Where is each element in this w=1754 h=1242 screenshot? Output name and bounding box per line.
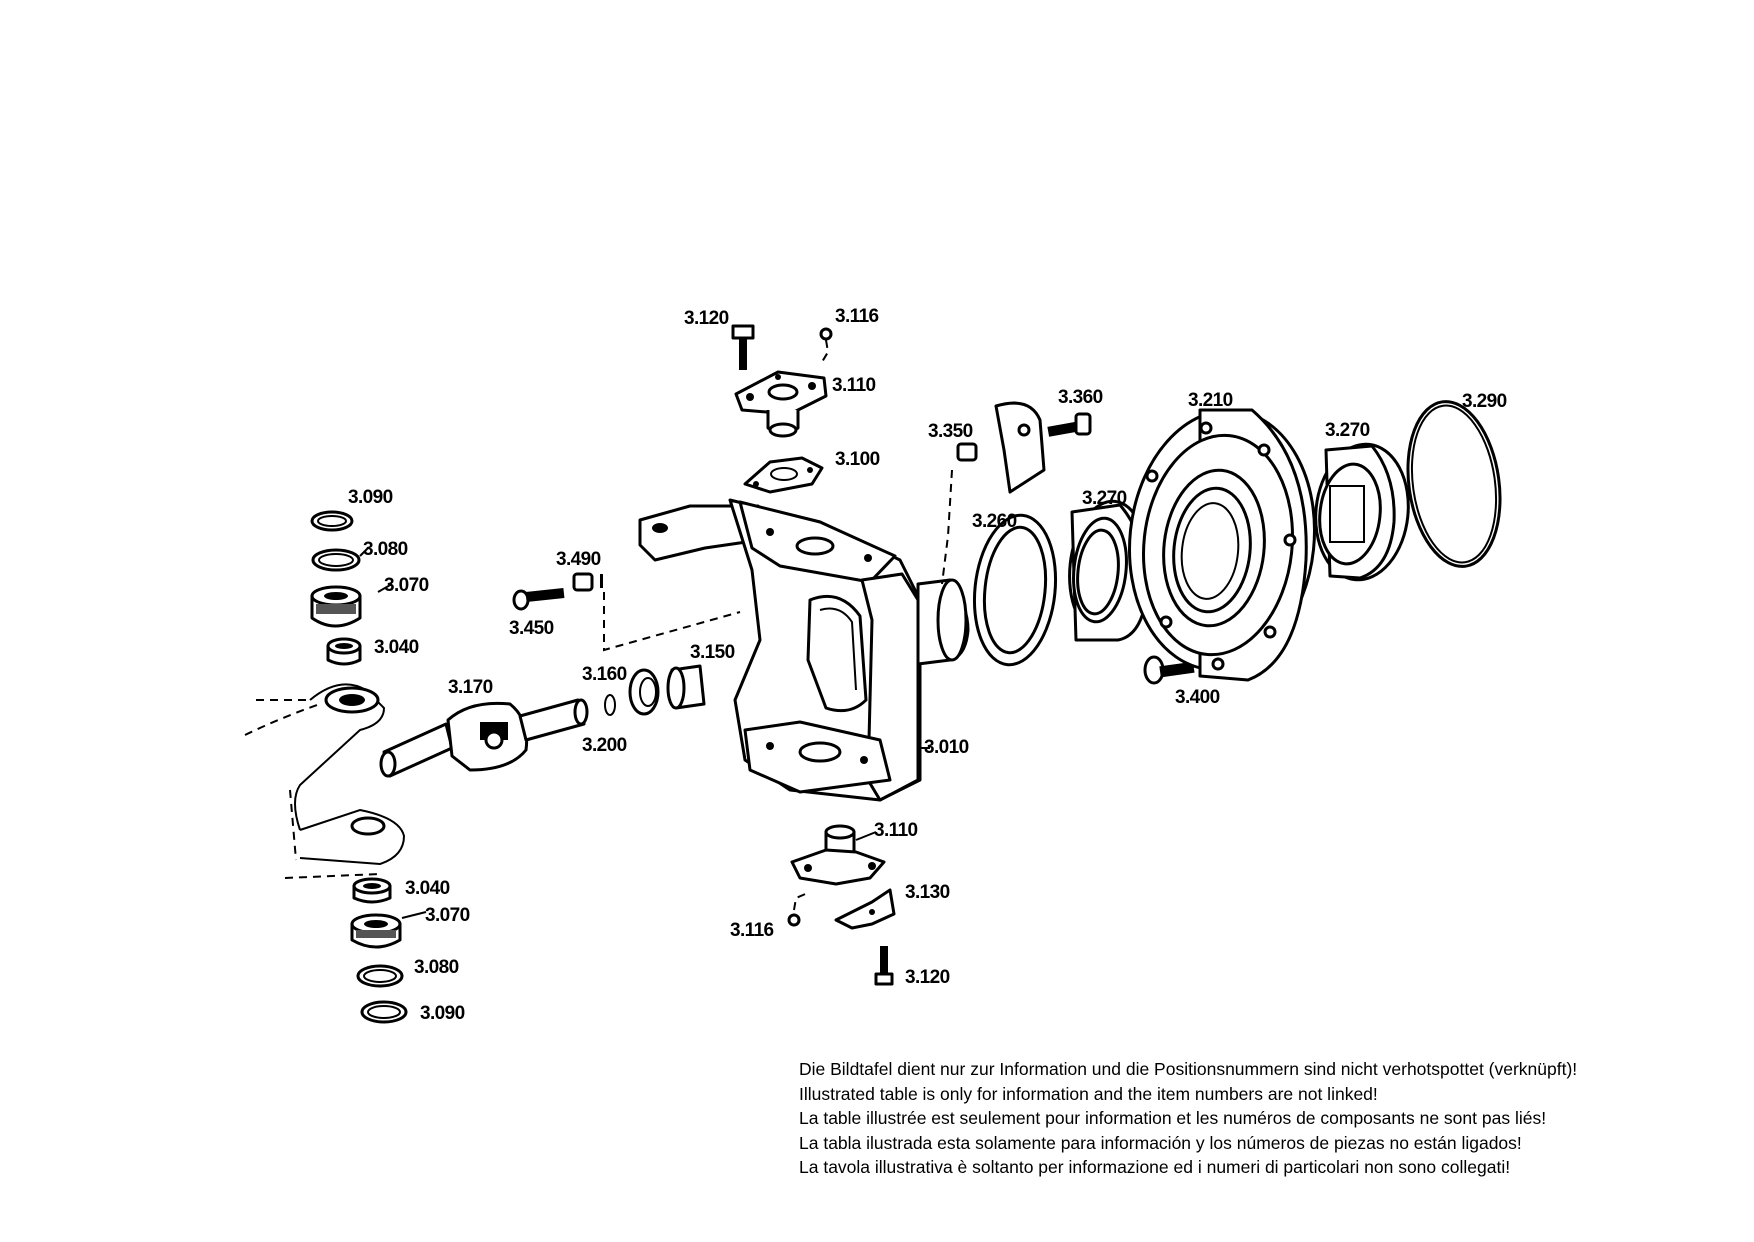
seal-ring-3260	[972, 513, 1058, 667]
label-3090-bottom: 3.090	[420, 1003, 465, 1024]
universal-joint-shaft-3170	[379, 698, 589, 778]
o-ring-3290	[1406, 400, 1502, 568]
disclaimer-es: La tabla ilustrada esta solamente para i…	[799, 1132, 1522, 1153]
ring-3090-top	[310, 510, 354, 532]
bracket-3360-plate	[994, 401, 1046, 494]
label-3010: 3.010	[924, 737, 969, 758]
king-pin-cap-3110-top	[734, 370, 828, 438]
ring-3090-bottom	[360, 1000, 408, 1024]
nut-3490	[572, 572, 741, 652]
ring-3080-top	[311, 548, 361, 572]
leader-lines	[359, 547, 930, 919]
label-3170: 3.170	[448, 677, 493, 698]
label-3100: 3.100	[835, 449, 880, 470]
label-3120-bottom: 3.120	[905, 967, 950, 988]
bolt-3450	[512, 588, 565, 611]
label-3160: 3.160	[582, 664, 627, 685]
label-3040-top: 3.040	[374, 637, 419, 658]
steering-knuckle-3010	[638, 498, 970, 802]
nipple-3116-top	[819, 327, 833, 363]
disclaimer-de: Die Bildtafel dient nur zur Information …	[799, 1059, 1578, 1079]
seal-3160	[628, 668, 660, 716]
wheel-hub-3210	[1128, 408, 1316, 682]
bolt-3120-bottom	[874, 946, 894, 986]
label-3116-bottom: 3.116	[730, 920, 774, 941]
position-labels: 3.120 3.116 3.110 3.100 3.350 3.360 3.21…	[348, 306, 1507, 1024]
steering-lever-phantom	[244, 683, 406, 879]
bearing-3070-top	[310, 585, 362, 628]
taper-bearing-3270-right	[1314, 442, 1410, 582]
label-3070-top: 3.070	[384, 575, 429, 596]
label-3080-top: 3.080	[363, 539, 408, 560]
shim-3100	[743, 456, 824, 494]
plate-3130	[834, 888, 896, 930]
label-3150: 3.150	[690, 642, 735, 663]
label-3070-bottom: 3.070	[425, 905, 470, 926]
label-3210: 3.210	[1188, 390, 1233, 411]
disclaimer-it: La tavola illustrativa è soltanto per in…	[799, 1157, 1511, 1177]
label-3260: 3.260	[972, 511, 1017, 532]
label-3400: 3.400	[1175, 687, 1220, 708]
label-3270-left: 3.270	[1082, 488, 1127, 509]
label-3090-top: 3.090	[348, 487, 393, 508]
label-3490: 3.490	[556, 549, 601, 570]
label-3200: 3.200	[582, 735, 627, 756]
bearing-3070-bottom	[350, 913, 402, 949]
label-3450: 3.450	[509, 618, 554, 639]
disclaimer-en: Illustrated table is only for informatio…	[799, 1083, 1378, 1104]
sleeve-3350	[941, 442, 978, 585]
disclaimer-fr: La table illustrée est seulement pour in…	[799, 1108, 1547, 1128]
label-3360: 3.360	[1058, 387, 1103, 408]
bolt-3360	[1047, 412, 1092, 437]
label-3110-top: 3.110	[832, 375, 876, 396]
label-3350: 3.350	[928, 421, 973, 442]
label-3080-bottom: 3.080	[414, 957, 459, 978]
label-3040-bottom: 3.040	[405, 878, 450, 899]
label-3120-top: 3.120	[684, 308, 729, 329]
bushing-3040-top	[326, 637, 362, 666]
nipple-3116-bottom	[787, 891, 811, 927]
bolt-3400	[1143, 655, 1195, 685]
bushing-3150	[666, 664, 706, 710]
king-pin-cap-3110-bottom	[790, 824, 886, 886]
label-3130: 3.130	[905, 882, 950, 903]
disclaimer: Die Bildtafel dient nur zur Information …	[799, 1057, 1749, 1180]
label-3270-right: 3.270	[1325, 420, 1370, 441]
label-3116-top: 3.116	[835, 306, 879, 327]
label-3290: 3.290	[1462, 391, 1507, 412]
label-3110-bottom: 3.110	[874, 820, 918, 841]
circlip-3200	[604, 694, 616, 716]
bushing-3040-bottom	[352, 877, 392, 904]
bolt-3120-top	[731, 324, 755, 370]
ring-3080-bottom	[356, 964, 404, 988]
